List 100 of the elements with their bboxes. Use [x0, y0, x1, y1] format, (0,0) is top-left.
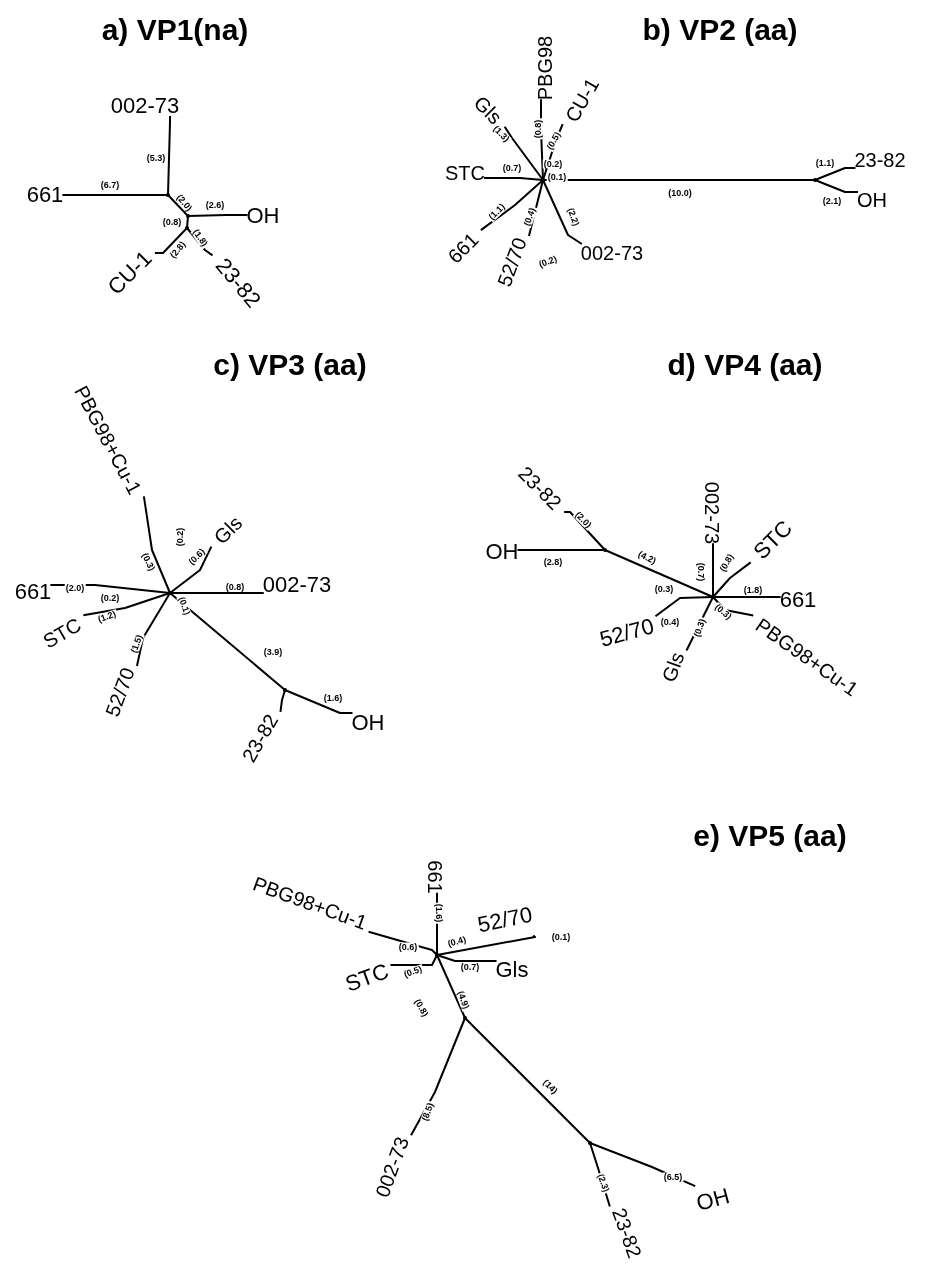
branch-length: (0.4) [522, 205, 538, 229]
taxon-label: 002-73 [110, 95, 180, 117]
branch-length: (0.7) [459, 962, 481, 972]
panel-title: c) VP3 (aa) [213, 350, 367, 380]
branch-length: (0.4) [445, 935, 469, 949]
branch-length: (5.3) [145, 153, 167, 163]
branch-node [186, 214, 190, 218]
branch-length: (0.2) [99, 593, 121, 603]
branch-length: (2.0) [64, 583, 86, 593]
branch-length: (1.6) [322, 693, 344, 703]
taxon-label: OH [485, 541, 519, 563]
branch-node [603, 548, 607, 552]
taxon-label: 52/70 [475, 903, 535, 937]
taxon-label: OH [694, 1185, 732, 1215]
branch-length: (0.6) [397, 942, 419, 952]
branch-line [436, 934, 536, 956]
branch-line [169, 592, 286, 691]
taxon-label: OH [351, 712, 385, 734]
branch-line [654, 596, 714, 618]
panel-title: d) VP4 (aa) [667, 350, 823, 380]
branch-line [589, 1142, 697, 1188]
branch-line [712, 561, 752, 598]
branch-line [712, 542, 714, 598]
branch-length: (0.8) [161, 217, 183, 227]
taxon-label: Gls [658, 649, 688, 685]
taxon-label: 661 [779, 589, 817, 611]
taxon-label: 52/70 [102, 665, 138, 719]
branch-length: (6.7) [99, 180, 121, 190]
branch-length: (0.7) [501, 163, 523, 173]
branch-length: (2.2) [565, 205, 581, 229]
panel-title: b) VP2 (aa) [642, 15, 798, 45]
branch-length: (0.1) [546, 172, 568, 182]
branch-line [516, 549, 606, 551]
panel-title: e) VP5 (aa) [693, 821, 847, 851]
branch-node [463, 1016, 467, 1020]
branch-line [464, 1017, 591, 1144]
taxon-label: Gls [495, 959, 529, 981]
branch-length: (8.5) [420, 1100, 436, 1124]
branch-line [61, 194, 169, 196]
branch-line [367, 930, 438, 956]
branch-node [588, 1141, 592, 1145]
branch-line [169, 592, 265, 594]
branch-line [436, 891, 438, 956]
branch-length: (0.3) [139, 550, 157, 574]
branch-line [186, 227, 214, 257]
branch-length: (2.1) [821, 196, 843, 206]
branch-node [185, 226, 189, 230]
taxon-label: Gls [210, 512, 246, 548]
branch-line [436, 954, 466, 1019]
branch-length: (2.8) [542, 557, 564, 567]
taxon-label: 661 [26, 184, 64, 206]
branch-node [813, 178, 817, 182]
branch-line [187, 214, 249, 217]
taxon-label: 661 [444, 229, 482, 267]
branch-line [410, 1017, 466, 1137]
branch-node [283, 688, 287, 692]
taxon-label: OH [857, 190, 887, 210]
branch-length: (4.2) [635, 549, 659, 567]
branch-length: (0.3) [692, 616, 708, 640]
branch-length: (2.3) [595, 1171, 611, 1195]
branch-line [284, 689, 354, 714]
taxon-label: STC [39, 614, 85, 652]
branch-line [153, 227, 188, 254]
branch-length: (2.6) [204, 200, 226, 210]
branch-line [814, 179, 859, 193]
taxon-label: 52/70 [597, 615, 657, 651]
branch-line [167, 115, 171, 196]
branch-line [604, 549, 714, 598]
taxon-label: 52/70 [494, 235, 530, 289]
branch-length: (0.2) [542, 159, 564, 169]
branch-length: (1.5) [129, 632, 145, 656]
branch-line [135, 592, 171, 668]
branch-length: (1.6) [433, 902, 443, 924]
branch-line [82, 592, 171, 617]
branch-length: (0.3) [653, 584, 675, 594]
branch-line [483, 177, 544, 181]
branch-length: (0.2) [175, 526, 185, 548]
branch-line [712, 596, 782, 598]
taxon-label: 002-73 [262, 574, 332, 596]
taxon-label: 002-73 [580, 243, 644, 263]
branch-line [389, 954, 438, 966]
branch-node [168, 591, 172, 595]
taxon-label: 002-73 [702, 481, 722, 545]
branch-node [541, 178, 545, 182]
branch-length: (14) [540, 1077, 560, 1097]
branch-length: (0.4) [659, 617, 681, 627]
branch-line [542, 179, 816, 181]
branch-length: (0.8) [533, 118, 543, 140]
taxon-label: 002-73 [371, 1134, 413, 1200]
branch-length: (3.9) [262, 647, 284, 657]
branch-length: (0.1) [550, 932, 572, 942]
branch-node [166, 193, 170, 197]
branch-length: (4.9) [455, 988, 471, 1012]
branch-node [711, 595, 715, 599]
branch-node [435, 953, 439, 957]
taxon-label: STC [342, 960, 392, 996]
branch-line [169, 545, 213, 594]
branch-length: (1.8) [742, 585, 764, 595]
branch-length: (10.0) [667, 188, 693, 198]
branch-line [503, 125, 544, 181]
